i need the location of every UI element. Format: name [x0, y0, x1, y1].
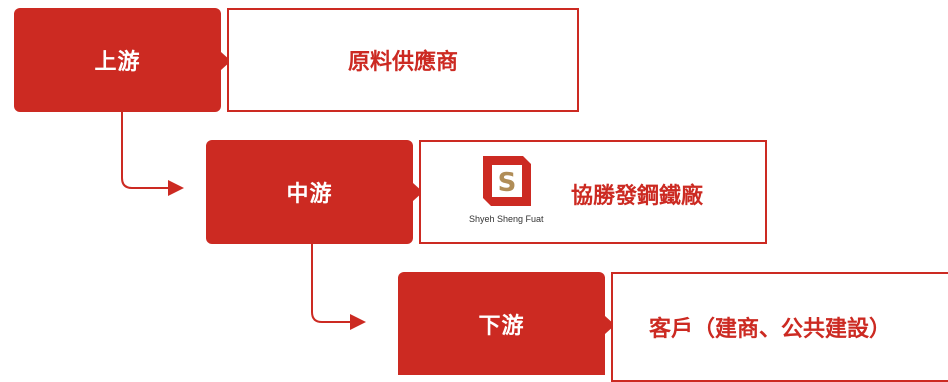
stage-box-upstream: 上游: [14, 8, 221, 112]
connector-midstream-to-downstream: [311, 244, 352, 323]
stage-box-midstream: 中游: [206, 140, 413, 244]
connector-upstream-to-midstream: [121, 112, 170, 189]
pointer-downstream: [605, 316, 615, 334]
entity-label-downstream: 客戶（建商、公共建設）: [649, 317, 892, 342]
entity-label-upstream: 原料供應商: [347, 50, 458, 75]
entity-label-midstream: 協勝發鋼鐵廠: [571, 184, 704, 209]
entity-box-midstream: S Shyeh Sheng Fuat 協勝發鋼鐵廠: [419, 140, 767, 244]
entity-box-upstream: 原料供應商: [227, 8, 579, 112]
entity-box-downstream: 客戶（建商、公共建設）: [611, 272, 948, 382]
stage-box-downstream: 下游: [398, 272, 605, 375]
arrowhead-downstream: [350, 314, 366, 330]
company-logo: S Shyeh Sheng Fuat: [469, 152, 544, 224]
logo-caption: Shyeh Sheng Fuat: [469, 214, 544, 224]
arrowhead-midstream: [168, 180, 184, 196]
logo-letter: S: [498, 168, 517, 198]
s-logo-icon: S: [477, 152, 535, 210]
stage-label-upstream: 上游: [94, 50, 141, 75]
stage-label-midstream: 中游: [286, 182, 333, 207]
stage-label-downstream: 下游: [478, 313, 525, 339]
pointer-upstream: [221, 52, 231, 70]
pointer-midstream: [413, 183, 423, 201]
